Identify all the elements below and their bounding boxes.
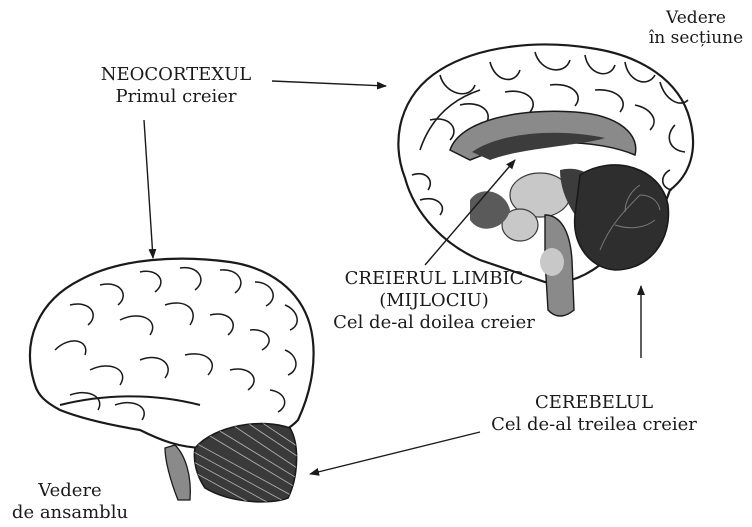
section-view-line1: Vedere xyxy=(648,8,744,28)
cerebellum-desc: Cel de-al treilea creier xyxy=(470,414,718,436)
overall-view-line2: de ansamblu xyxy=(0,502,140,524)
neocortex-desc: Primul creier xyxy=(74,86,278,108)
cerebellum-name: CEREBELUL xyxy=(470,392,718,414)
neocortex-label: NEOCORTEXUL Primul creier xyxy=(74,64,278,108)
arrow-neocortex-to-overall xyxy=(144,120,153,258)
arrow-cerebellum-to-overall xyxy=(310,432,480,474)
overall-cortex-outline xyxy=(30,259,314,448)
overall-view-line1: Vedere xyxy=(0,480,140,502)
limbic-desc: Cel de-al doilea creier xyxy=(316,312,552,334)
section-view-label: Vedere în secțiune xyxy=(648,8,744,48)
cerebellum-label: CEREBELUL Cel de-al treilea creier xyxy=(470,392,718,436)
neocortex-name: NEOCORTEXUL xyxy=(74,64,278,86)
limbic-sub: (MIJLOCIU) xyxy=(316,290,552,312)
limbic-label: CREIERUL LIMBIC (MIJLOCIU) Cel de-al doi… xyxy=(316,268,552,334)
limbic-name: CREIERUL LIMBIC xyxy=(316,268,552,290)
overall-view-label: Vedere de ansamblu xyxy=(0,480,140,524)
arrow-neocortex-to-section xyxy=(272,81,386,86)
section-view-line2: în secțiune xyxy=(648,28,744,48)
